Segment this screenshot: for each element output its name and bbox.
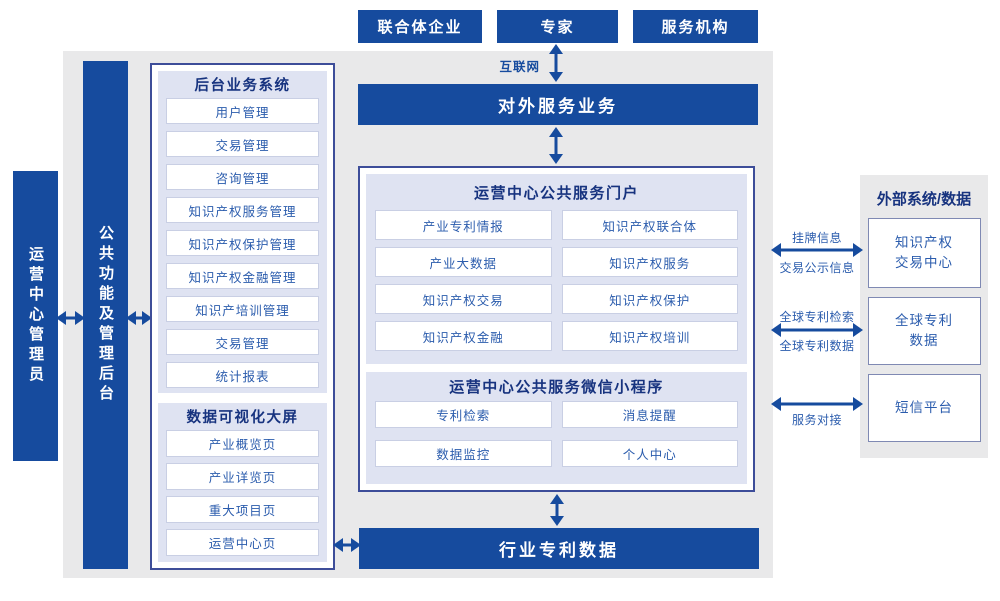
mini-item-patent-search: 专利检索	[375, 401, 552, 428]
dashboard-item-industry-detail: 产业详览页	[166, 463, 319, 490]
arrow-global-patent-link-icon	[771, 323, 863, 337]
arrow-trading-center-link-icon	[771, 243, 863, 257]
entity-consortium-enterprise: 联合体企业	[358, 10, 482, 43]
portal-title: 运营中心公共服务门户	[473, 184, 639, 202]
backend-item-trade-mgmt: 交易管理	[166, 131, 319, 157]
external-box-ip-trading-center: 知识产权 交易中心	[867, 218, 981, 288]
public-functions-backend-bar: 公共功能及管理后台	[83, 61, 128, 569]
external-box-sms-platform: 短信平台	[867, 374, 981, 442]
backend-system-items: 用户管理 交易管理 咨询管理 知识产权服务管理 知识产权保护管理 知识产权金融管…	[166, 98, 319, 388]
external-systems-panel: 外部系统/数据 知识产权 交易中心 全球专利 数据 短信平台	[860, 175, 988, 458]
internet-label: 互联网	[499, 60, 540, 74]
dashboard-item-major-projects: 重大项目页	[166, 496, 319, 523]
entity-service-organization: 服务机构	[633, 10, 758, 43]
public-service-portal-panel: 运营中心公共服务门户 产业专利情报 知识产权联合体 产业大数据 知识产权服务 知…	[366, 174, 747, 364]
arrow-internet-icon	[549, 44, 563, 82]
backend-item-statistics-report: 统计报表	[166, 362, 319, 388]
portal-item-ip-consortium: 知识产权联合体	[561, 210, 738, 240]
dashboard-item-industry-overview: 产业概览页	[166, 430, 319, 457]
ops-center-admin-bar: 运营中心管理员	[13, 171, 58, 461]
backend-system-title: 后台业务系统	[194, 78, 291, 94]
label-global-patent-search: 全球专利检索	[779, 310, 855, 324]
label-listing-info: 挂牌信息	[791, 231, 842, 245]
industry-patent-data-bar: 行业专利数据	[359, 528, 759, 569]
portal-item-ip-finance: 知识产权金融	[375, 321, 552, 351]
external-service-bar: 对外服务业务	[358, 84, 758, 125]
backend-item-user-mgmt: 用户管理	[166, 98, 319, 124]
arrow-backend-to-backoffice-icon	[126, 311, 152, 325]
label-global-patent-data: 全球专利数据	[779, 339, 855, 353]
mini-item-data-monitor: 数据监控	[375, 440, 552, 467]
portal-item-ip-service: 知识产权服务	[561, 247, 738, 277]
dashboard-item-ops-center: 运营中心页	[166, 529, 319, 556]
miniprogram-items: 专利检索 消息提醒 数据监控 个人中心	[375, 401, 738, 467]
backend-system-panel: 后台业务系统 用户管理 交易管理 咨询管理 知识产权服务管理 知识产权保护管理 …	[158, 71, 327, 393]
portal-item-industry-patent-intel: 产业专利情报	[375, 210, 552, 240]
mini-item-message-alert: 消息提醒	[561, 401, 738, 428]
dashboard-items: 产业概览页 产业详览页 重大项目页 运营中心页	[166, 430, 319, 556]
backend-item-ip-service-mgmt: 知识产权服务管理	[166, 197, 319, 223]
entity-expert: 专家	[497, 10, 618, 43]
arrow-sms-link-icon	[771, 397, 863, 411]
portal-item-ip-trading: 知识产权交易	[375, 284, 552, 314]
portal-item-industry-big-data: 产业大数据	[375, 247, 552, 277]
portal-items: 产业专利情报 知识产权联合体 产业大数据 知识产权服务 知识产权交易 知识产权保…	[375, 210, 738, 351]
portal-item-ip-training: 知识产权培训	[561, 321, 738, 351]
mini-item-personal-center: 个人中心	[561, 440, 738, 467]
miniprogram-title: 运营中心公共服务微信小程序	[449, 379, 664, 396]
backend-item-ip-finance-mgmt: 知识产权金融管理	[166, 263, 319, 289]
portal-item-ip-protection: 知识产权保护	[561, 284, 738, 314]
backend-item-ip-protection-mgmt: 知识产权保护管理	[166, 230, 319, 256]
external-systems-title: 外部系统/数据	[876, 190, 972, 208]
dashboard-title: 数据可视化大屏	[186, 410, 299, 426]
backend-item-consult-mgmt: 咨询管理	[166, 164, 319, 190]
arrow-portal-to-industry-data-icon	[550, 494, 564, 526]
arrow-service-to-portal-icon	[549, 127, 563, 164]
dashboard-panel: 数据可视化大屏 产业概览页 产业详览页 重大项目页 运营中心页	[158, 403, 327, 562]
external-box-global-patent-data: 全球专利 数据	[867, 297, 981, 365]
external-systems-boxes: 知识产权 交易中心 全球专利 数据 短信平台	[867, 218, 981, 442]
backend-item-ip-training-mgmt: 知识产培训管理	[166, 296, 319, 322]
ops-center-container: 运营中心公共服务门户 产业专利情报 知识产权联合体 产业大数据 知识产权服务 知…	[358, 166, 755, 492]
backend-item-trade-mgmt-2: 交易管理	[166, 329, 319, 355]
arrow-admin-to-backend-icon	[56, 311, 85, 325]
label-service-docking: 服务对接	[791, 413, 842, 427]
arrow-dashboard-to-industry-data-icon	[333, 538, 361, 552]
label-trade-public-info: 交易公示信息	[779, 261, 855, 275]
wechat-miniprogram-panel: 运营中心公共服务微信小程序 专利检索 消息提醒 数据监控 个人中心	[366, 372, 747, 484]
backoffice-container: 后台业务系统 用户管理 交易管理 咨询管理 知识产权服务管理 知识产权保护管理 …	[150, 63, 335, 570]
